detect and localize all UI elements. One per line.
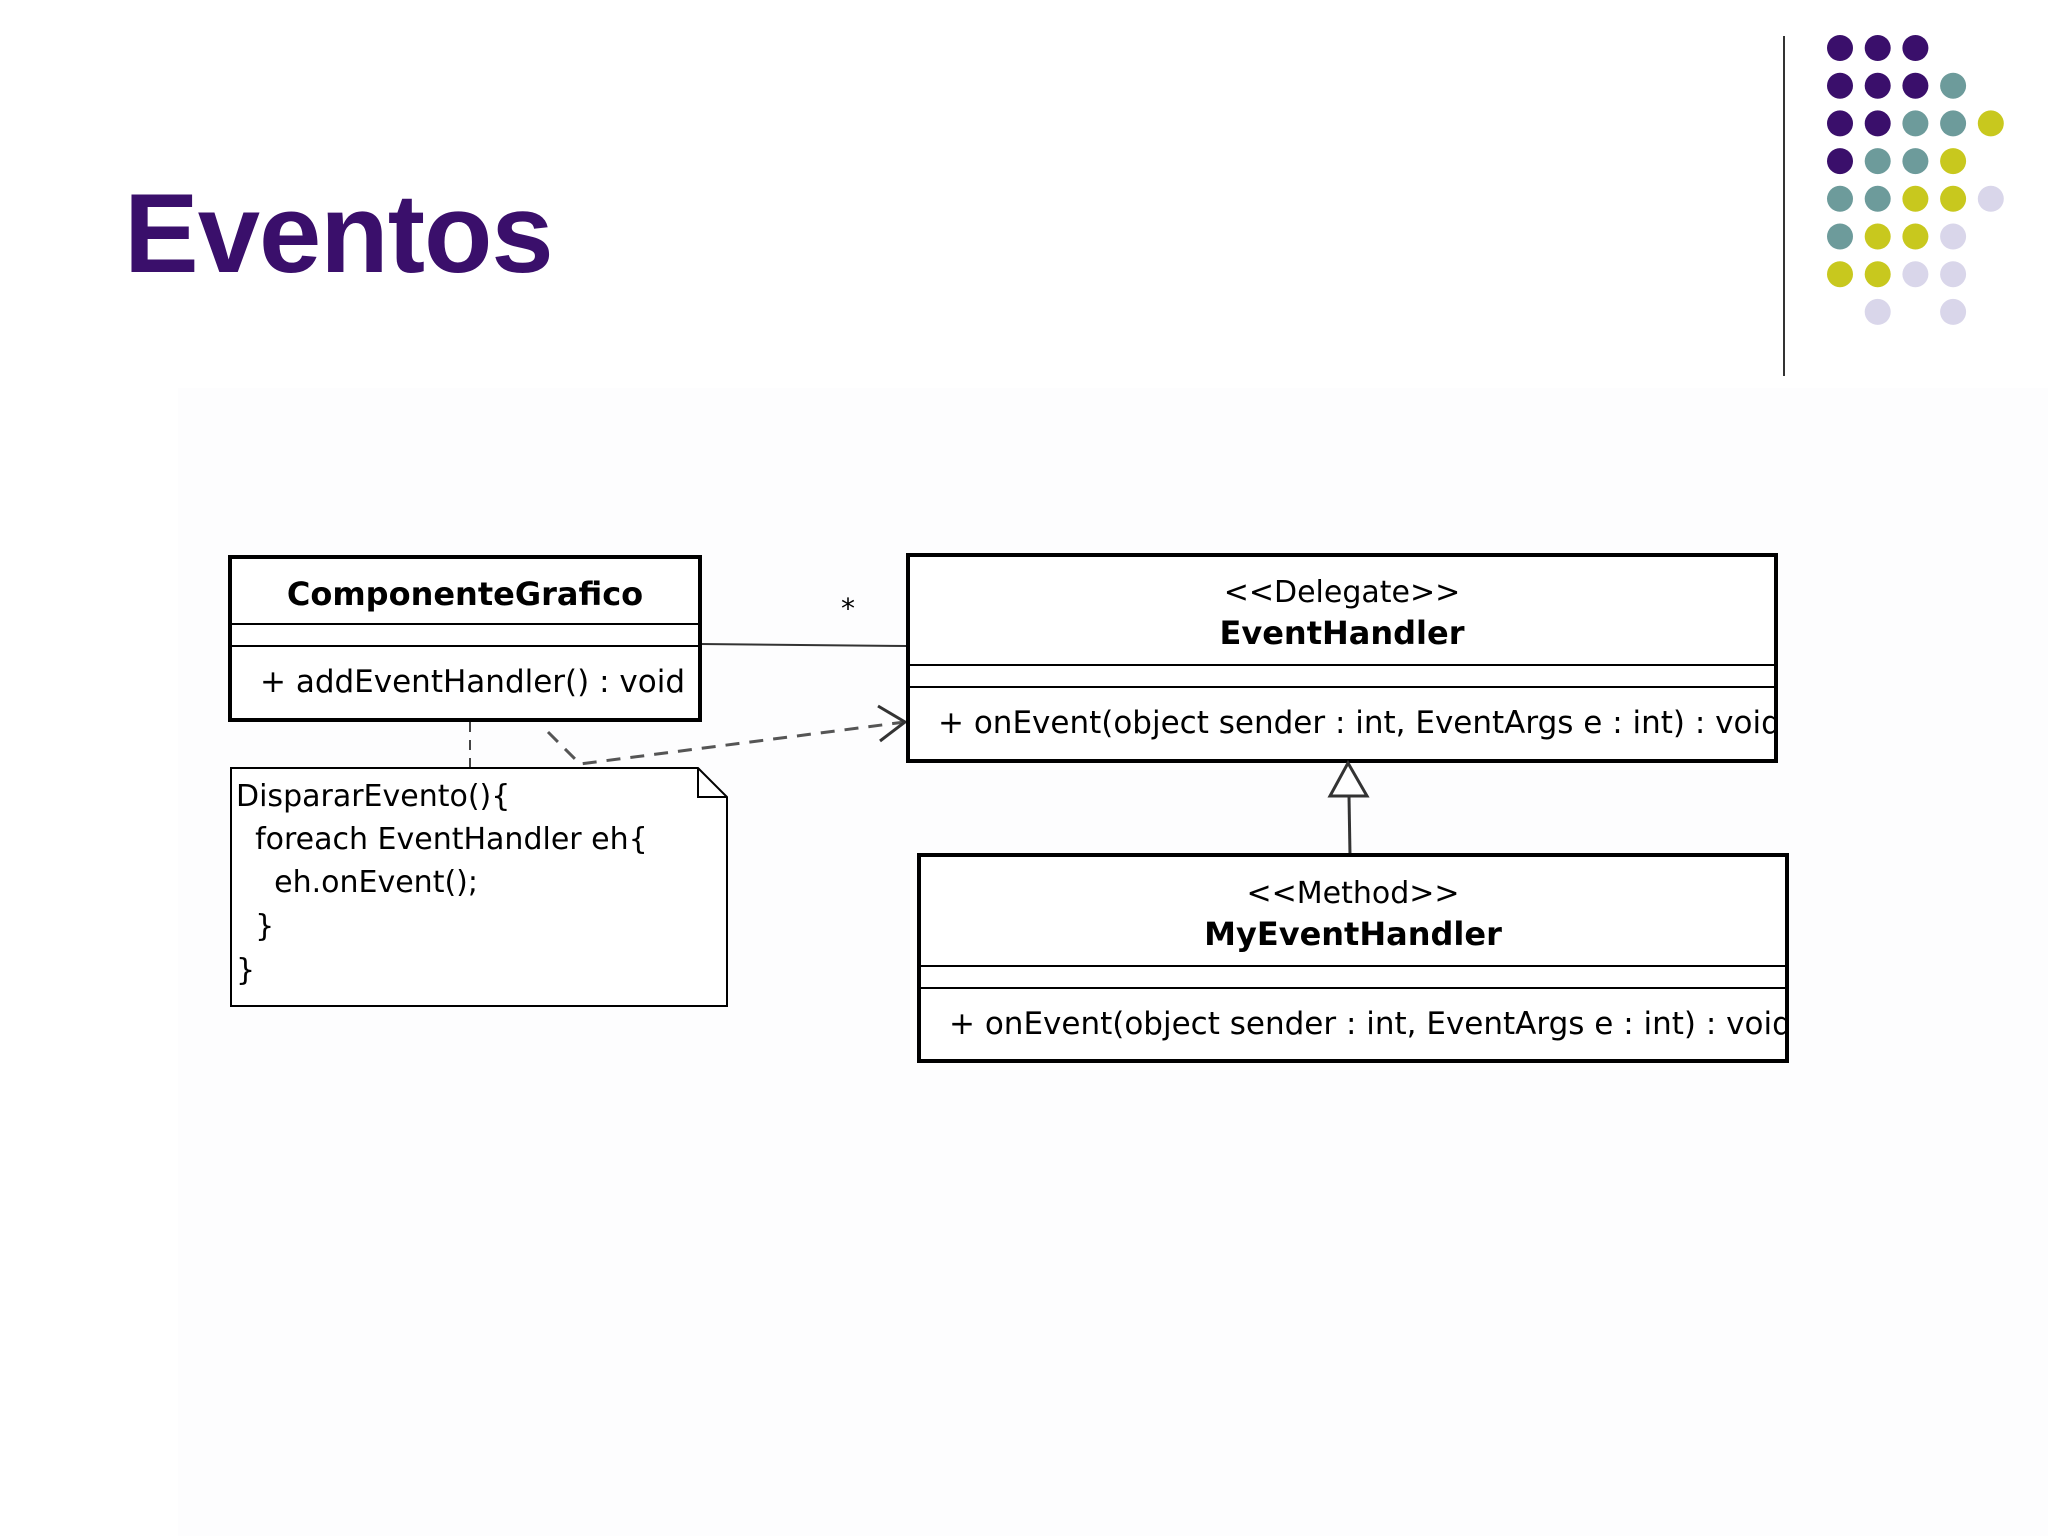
class-componente-grafico[interactable]: ComponenteGrafico + addEventHandler() : … [228, 555, 702, 722]
decorative-dot [1864, 185, 1891, 212]
decorative-dot [1864, 72, 1891, 99]
decorative-dot [1940, 223, 1967, 250]
decorative-dot [1864, 148, 1891, 175]
decorative-dot [1902, 110, 1929, 137]
class-event-handler[interactable]: <<Delegate>> EventHandler + onEvent(obje… [906, 553, 1781, 763]
decorative-dot [1827, 110, 1853, 137]
decorative-dot [1864, 110, 1891, 137]
method-on-event-delegate: + onEvent(object sender : int, EventArgs… [938, 705, 1781, 741]
decorative-dot [1902, 261, 1929, 288]
decorative-dot [1902, 223, 1929, 250]
decorative-dot [1902, 72, 1929, 99]
decorative-dot [1827, 223, 1853, 250]
decorative-dot-grid [1827, 35, 2004, 325]
stereotype-delegate: <<Delegate>> [1224, 575, 1461, 610]
decorative-dot [1940, 148, 1967, 175]
decorative-dot [1902, 185, 1929, 212]
note-line-4: } [236, 909, 274, 944]
decorative-dot [1977, 185, 2004, 212]
decorative-dot [1864, 223, 1891, 250]
note-line-3: eh.onEvent(); [236, 865, 478, 900]
decorative-dot [1940, 185, 1967, 212]
decorative-dot [1940, 298, 1967, 325]
decorative-dot [1827, 72, 1853, 99]
method-add-event-handler: + addEventHandler() : void [260, 664, 685, 700]
stereotype-method: <<Method>> [1246, 876, 1459, 911]
slide-title: Eventos [124, 171, 554, 296]
decorative-dot [1902, 35, 1929, 61]
generalization-arrowhead [1327, 759, 1370, 798]
decorative-dot [1827, 261, 1853, 288]
dependency-arrowhead [877, 704, 908, 743]
note-line-1: DispararEvento(){ [236, 779, 510, 814]
decorative-dot [1827, 35, 1853, 61]
generalization-line [1347, 795, 1352, 856]
note-line-5: } [236, 953, 255, 988]
note-dispatch-event: DispararEvento(){ foreach EventHandler e… [230, 767, 728, 1007]
method-on-event-implementation: + onEvent(object sender : int, EventArgs… [949, 1006, 1792, 1042]
title-divider-line [1783, 36, 1785, 376]
class-name-my-event-handler: MyEventHandler [1204, 915, 1502, 953]
decorative-dot [1902, 148, 1929, 175]
decorative-dot [1977, 110, 2004, 137]
decorative-dot [1940, 261, 1967, 288]
decorative-dot [1940, 110, 1967, 137]
dependency-dashed-line [546, 720, 906, 766]
decorative-dot [1827, 148, 1853, 175]
decorative-dot [1940, 72, 1967, 99]
association-line [699, 643, 909, 647]
decorative-dot [1864, 298, 1891, 325]
association-multiplicity: * [841, 592, 855, 625]
decorative-dot [1864, 35, 1891, 61]
class-name-componente-grafico: ComponenteGrafico [287, 575, 643, 613]
class-my-event-handler[interactable]: <<Method>> MyEventHandler + onEvent(obje… [917, 853, 1792, 1063]
class-name-event-handler: EventHandler [1219, 614, 1464, 652]
decorative-dot [1827, 185, 1853, 212]
note-line-2: foreach EventHandler eh{ [236, 822, 648, 857]
decorative-dot [1864, 261, 1891, 288]
